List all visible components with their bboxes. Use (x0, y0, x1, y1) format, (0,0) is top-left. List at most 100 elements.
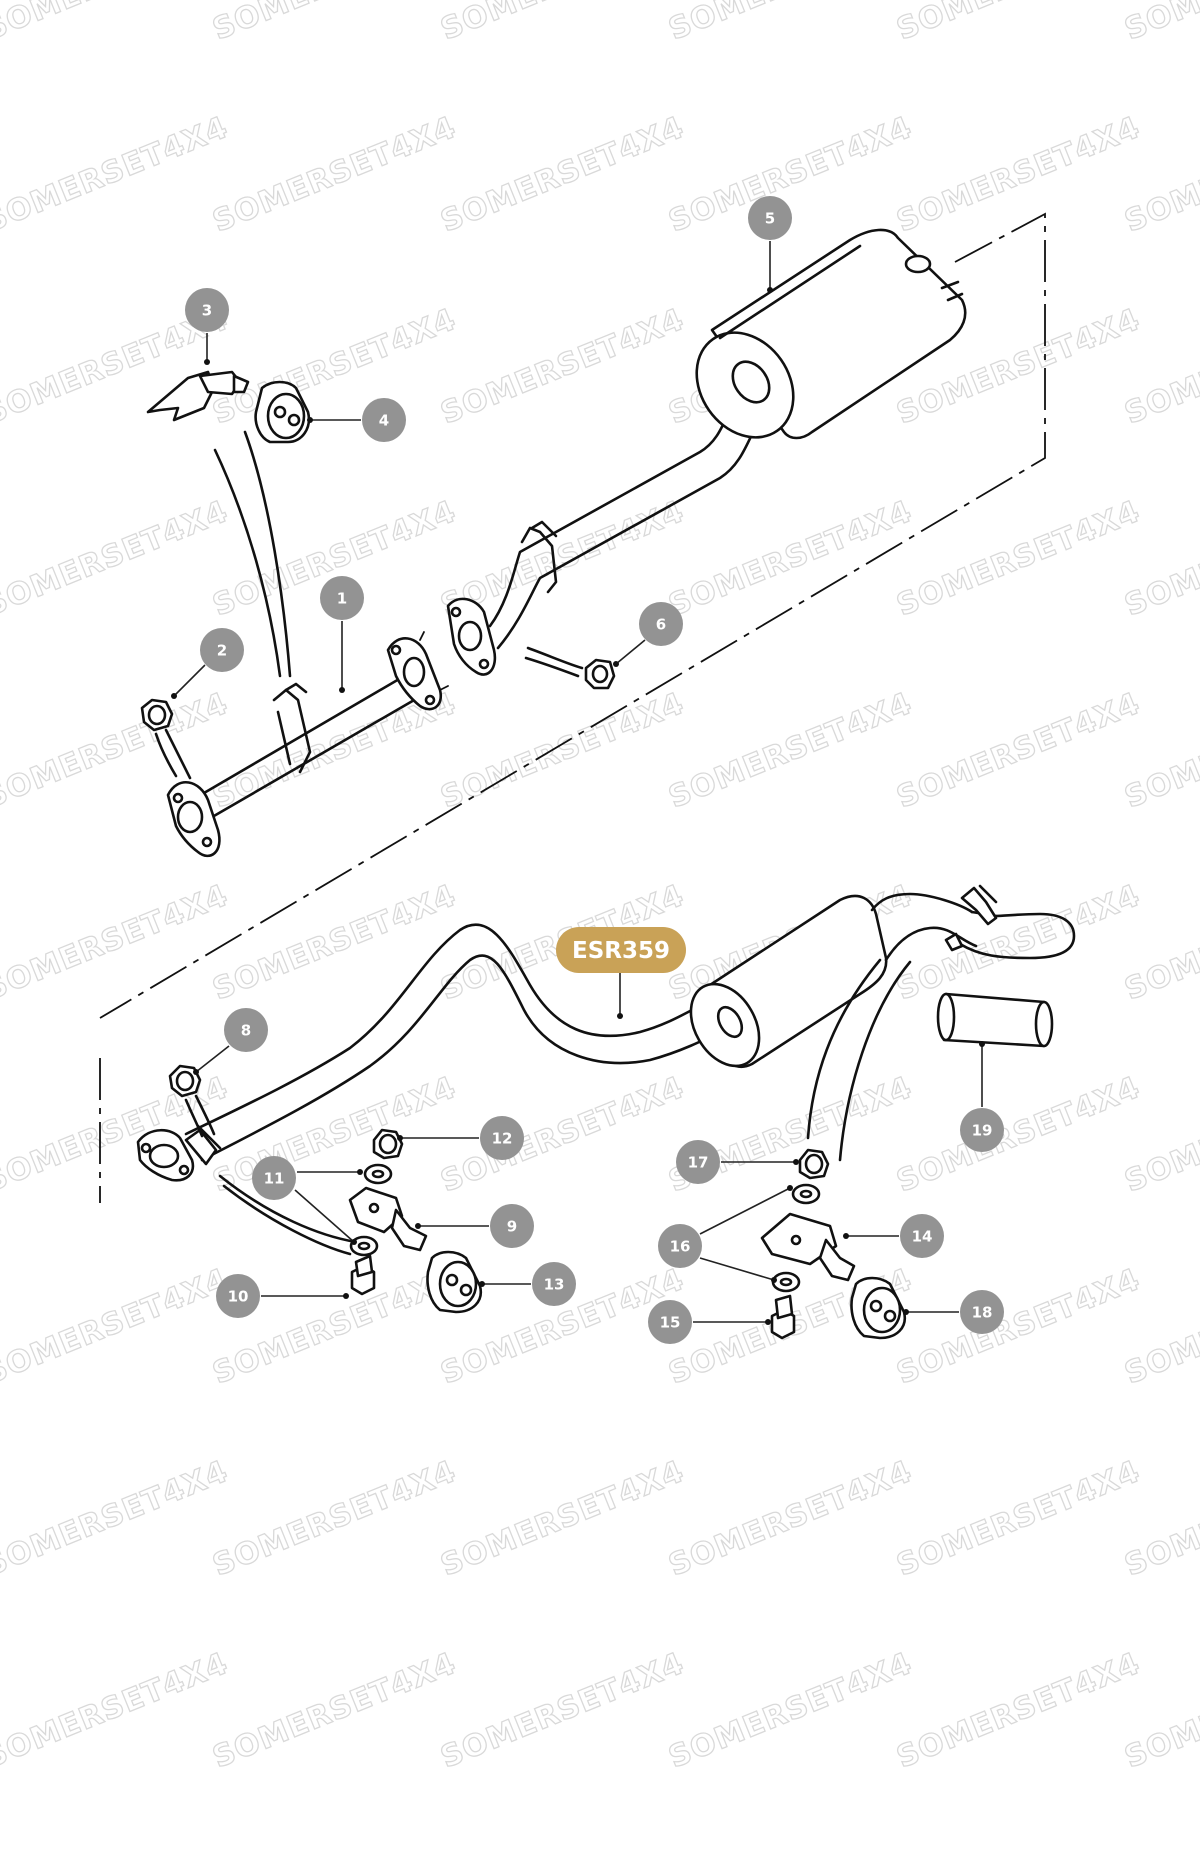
watermark-text: SOMERSET4X4 (892, 494, 1145, 623)
leader-lines (171, 241, 985, 1325)
callout-number: 15 (660, 1314, 681, 1332)
callout-8[interactable]: 8 (224, 1008, 268, 1052)
watermark-text: SOMERSET4X4 (664, 0, 917, 47)
watermark-text: SOMERSET4X4 (436, 1646, 689, 1775)
leader-dot (843, 1233, 849, 1239)
callout-number: 10 (228, 1288, 249, 1306)
callout-10[interactable]: 10 (216, 1274, 260, 1318)
leader-dot (351, 1239, 357, 1245)
callout-18[interactable]: 18 (960, 1290, 1004, 1334)
part-reference-badge[interactable]: ESR359 (556, 927, 686, 1019)
callout-number: 6 (656, 616, 666, 634)
watermark-text: SOMERSET4X4 (0, 494, 233, 623)
watermark-text: SOMERSET4X4 (436, 302, 689, 431)
watermark-text: SOMERSET4X4 (208, 110, 461, 239)
leader-line (294, 1189, 355, 1243)
watermark-text: SOMERSET4X4 (0, 878, 233, 1007)
watermark-text: SOMERSET4X4 (664, 686, 917, 815)
callout-6[interactable]: 6 (639, 602, 683, 646)
callout-circle (676, 1140, 720, 1184)
watermark-text: SOMERSET4X4 (0, 1454, 233, 1583)
leader-line (195, 1045, 230, 1073)
watermark-text: SOMERSET4X4 (664, 1646, 917, 1775)
callout-circle (185, 288, 229, 332)
leader-dot (307, 417, 313, 423)
callout-17[interactable]: 17 (676, 1140, 720, 1184)
callout-number: 5 (765, 210, 775, 228)
watermark-text: SOMERSET4X4 (892, 1070, 1145, 1199)
watermark-text: SOMERSET4X4 (892, 1262, 1145, 1391)
leader-dot (397, 1135, 403, 1141)
callout-number: 11 (264, 1170, 285, 1188)
callout-3[interactable]: 3 (185, 288, 229, 332)
callout-number: 4 (379, 412, 389, 430)
callout-2[interactable]: 2 (200, 628, 244, 672)
rear-pipe-drawing (136, 884, 1076, 1182)
assembly-connection-lines (99, 212, 1046, 1203)
callout-15[interactable]: 15 (648, 1300, 692, 1344)
callout-number: 3 (202, 302, 212, 320)
callout-circle (900, 1214, 944, 1258)
callout-circle (216, 1274, 260, 1318)
watermark-text: SOMERSET4X4 (892, 1646, 1145, 1775)
leader-dot (343, 1293, 349, 1299)
leader-line (615, 639, 646, 665)
watermark-text: SOMERSET4X4 (892, 0, 1145, 47)
leader-dot (765, 1319, 771, 1325)
callout-5[interactable]: 5 (748, 196, 792, 240)
callout-number: 2 (217, 642, 227, 660)
leader-dot (339, 687, 345, 693)
callout-number: 12 (492, 1130, 513, 1148)
callout-circle (658, 1224, 702, 1268)
callout-circle (960, 1290, 1004, 1334)
callout-4[interactable]: 4 (362, 398, 406, 442)
watermark-text: SOMERSET4X4 (0, 1646, 233, 1775)
watermark-text: SOMERSET4X4 (892, 110, 1145, 239)
front-hanger-parts (140, 370, 616, 780)
callout-14[interactable]: 14 (900, 1214, 944, 1258)
watermark-text: SOMERSET4X4 (436, 1454, 689, 1583)
leader-dot (787, 1185, 793, 1191)
leader-dot (793, 1159, 799, 1165)
callout-number: 19 (972, 1122, 993, 1140)
watermark-text: SOMERSET4X4 (208, 0, 461, 47)
callout-1[interactable]: 1 (320, 576, 364, 620)
callout-number: 14 (912, 1228, 933, 1246)
callout-circle (960, 1108, 1004, 1152)
leader-dot (357, 1169, 363, 1175)
leader-dot (171, 693, 177, 699)
callout-13[interactable]: 13 (532, 1262, 576, 1306)
watermark-text: SOMERSET4X4 (0, 0, 233, 47)
callout-19[interactable]: 19 (960, 1108, 1004, 1152)
watermark-text: SOMERSET4X4 (208, 302, 461, 431)
callout-number: 18 (972, 1304, 993, 1322)
callout-16[interactable]: 16 (658, 1224, 702, 1268)
watermark-text: SOMERSET4X4 (436, 686, 689, 815)
watermark-text: SOMERSET4X4 (892, 1454, 1145, 1583)
leader-line (699, 1257, 775, 1281)
front-pipe-drawing (166, 631, 449, 858)
watermark-text: SOMERSET4X4 (208, 1454, 461, 1583)
callout-circle (648, 1300, 692, 1344)
intermediate-silencer-drawing (695, 228, 967, 440)
callout-number: 9 (507, 1218, 517, 1236)
leader-line (173, 664, 206, 697)
callout-9[interactable]: 9 (490, 1204, 534, 1248)
tail-pipe-trim-drawing (936, 992, 1054, 1048)
watermark-text: SOMERSET4X4 (664, 1454, 917, 1583)
callout-circle (200, 628, 244, 672)
callout-number: 8 (241, 1022, 251, 1040)
callout-12[interactable]: 12 (480, 1116, 524, 1160)
leader-dot (479, 1281, 485, 1287)
callout-circle (490, 1204, 534, 1248)
leader-line (699, 1187, 791, 1235)
leader-dot (415, 1223, 421, 1229)
watermark-text: SOMERSET4X4 (0, 110, 233, 239)
watermark-text: SOMERSET4X4 (436, 1070, 689, 1199)
watermark-text: SOMERSET4X4 (436, 110, 689, 239)
callout-11[interactable]: 11 (252, 1156, 296, 1200)
callout-circle (639, 602, 683, 646)
leader-dot (193, 1069, 199, 1075)
